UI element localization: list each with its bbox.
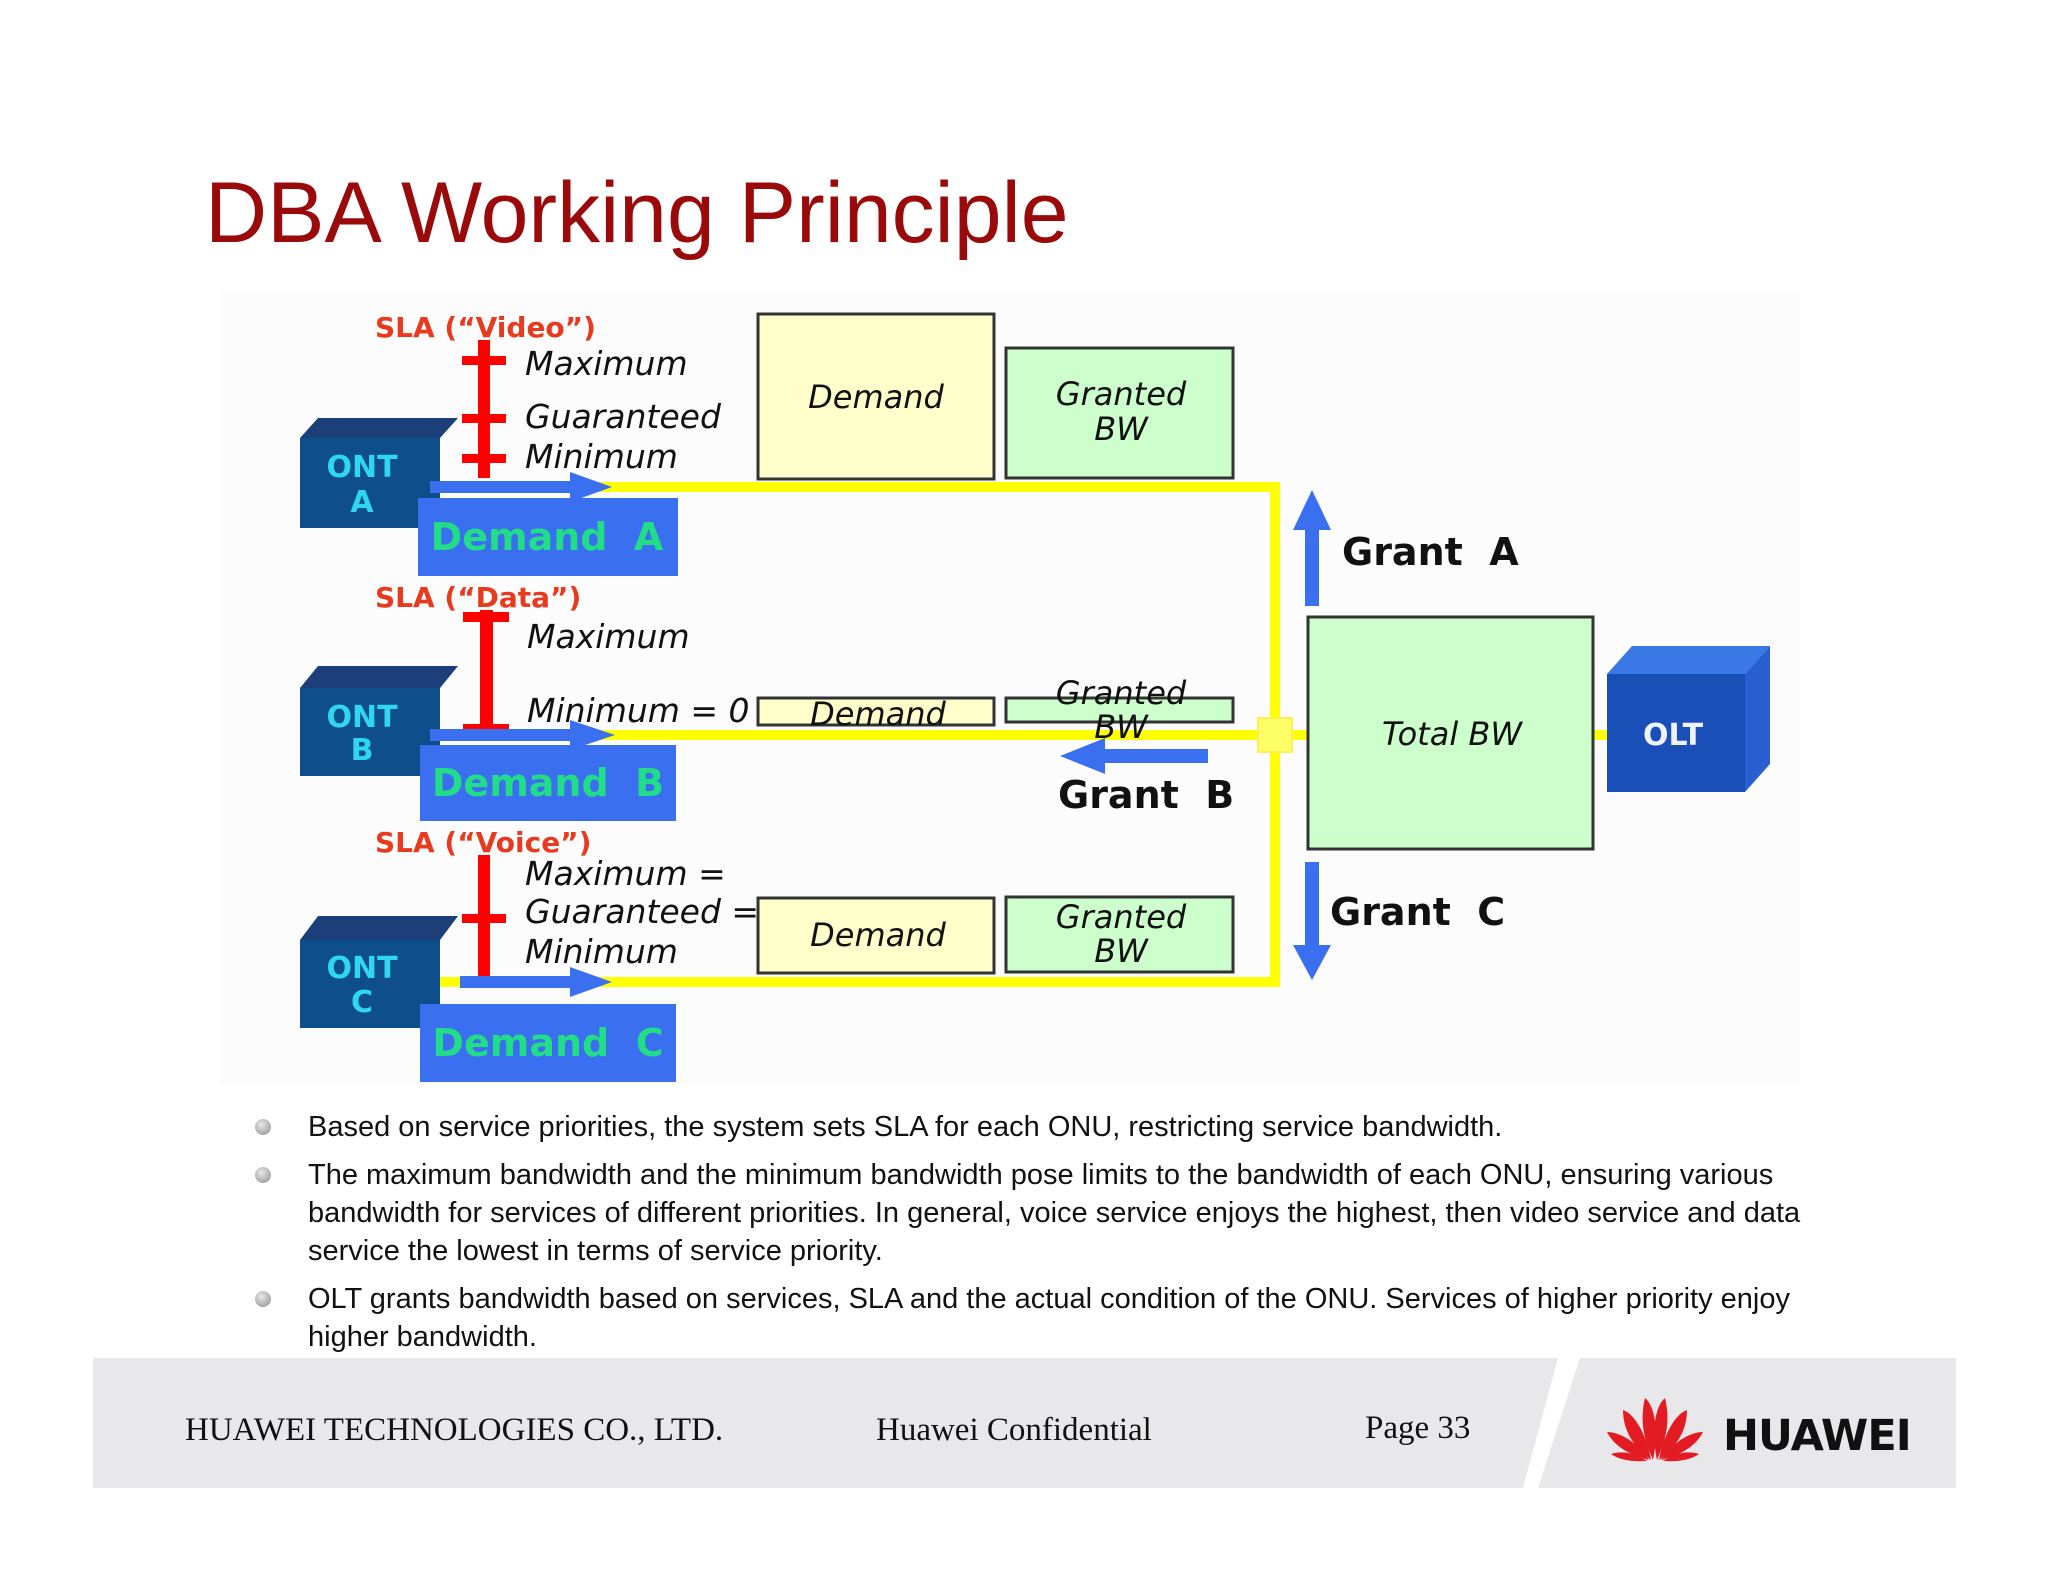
svg-text:ONT: ONT <box>326 951 398 986</box>
yellow-line-c <box>430 735 1280 987</box>
footer-company: HUAWEI TECHNOLOGIES CO., LTD. <box>185 1412 724 1448</box>
olt-label: OLT <box>1643 718 1704 753</box>
granted-box-c-line1: Granted <box>1056 898 1187 936</box>
voice-level-min: Minimum <box>525 932 678 971</box>
granted-box-a-line1: Granted <box>1056 375 1187 413</box>
granted-box-a <box>1004 346 1235 480</box>
demand-b-label: Demand B <box>432 761 664 805</box>
sla-video-label: SLA (“Video”) <box>375 311 596 344</box>
demand-c-box <box>420 1004 676 1082</box>
granted-box-b <box>1004 696 1235 724</box>
grant-b-label: Grant B <box>1058 773 1234 817</box>
bullet-dot-icon <box>255 1167 271 1183</box>
data-level-min: Minimum = 0 <box>527 691 750 730</box>
svg-text:ONT: ONT <box>326 450 398 485</box>
demand-box-a <box>756 312 996 481</box>
footer-bar <box>93 1358 1956 1488</box>
grant-c-arrow <box>1293 862 1331 980</box>
granted-box-b-line1: Granted <box>1056 674 1187 712</box>
bullet-item: OLT grants bandwidth based on services, … <box>255 1280 1855 1356</box>
arrow-b <box>430 720 615 750</box>
bullet-dot-icon <box>255 1119 271 1135</box>
demand-c-label: Demand C <box>432 1021 663 1065</box>
bullet-dot-icon <box>255 1291 271 1307</box>
demand-box-b-label: Demand <box>810 695 946 733</box>
bullet-text: Based on service priorities, the system … <box>308 1111 1503 1143</box>
yellow-line-a <box>430 482 1280 735</box>
voice-level-guaranteed: Guaranteed = <box>525 892 759 931</box>
olt-box: OLT <box>1607 646 1770 792</box>
demand-box-c <box>756 896 996 975</box>
bullet-item: Based on service priorities, the system … <box>255 1108 1855 1146</box>
ont-b: ONT B <box>300 666 458 776</box>
svg-text:ONT: ONT <box>326 700 398 735</box>
sla-data-label: SLA (“Data”) <box>375 581 581 614</box>
demand-box-b <box>756 696 996 727</box>
bullet-text: The maximum bandwidth and the minimum ba… <box>308 1159 1801 1267</box>
grant-a-arrow <box>1293 490 1331 606</box>
svg-text:B: B <box>351 733 374 768</box>
grant-c-label: Grant C <box>1330 890 1505 934</box>
sla-voice-label: SLA (“Voice”) <box>375 826 591 859</box>
bullet-item: The maximum bandwidth and the minimum ba… <box>255 1156 1855 1270</box>
sla-video-bar <box>462 340 506 478</box>
demand-a-box <box>418 498 678 576</box>
demand-box-c-label: Demand <box>810 916 946 954</box>
video-level-guaranteed: Guaranteed <box>525 397 722 436</box>
bullet-list: Based on service priorities, the system … <box>255 1108 1855 1366</box>
video-level-min: Minimum <box>525 437 678 476</box>
video-level-max: Maximum <box>525 344 688 383</box>
voice-level-max: Maximum = <box>525 854 726 893</box>
ont-c: ONT C <box>300 916 458 1028</box>
granted-box-c <box>1004 895 1235 974</box>
demand-box-a-label: Demand <box>808 378 944 416</box>
arrow-c <box>460 967 612 997</box>
slide-title: DBA Working Principle <box>205 165 1069 261</box>
arrow-a <box>430 472 612 502</box>
huawei-logo-icon <box>1607 1398 1703 1462</box>
data-level-max: Maximum <box>527 617 690 656</box>
sla-voice-bar <box>462 855 506 985</box>
ont-a: ONT A <box>300 418 458 528</box>
bullet-text: OLT grants bandwidth based on services, … <box>308 1283 1790 1353</box>
svg-text:A: A <box>350 485 374 520</box>
yellow-junction <box>1257 717 1293 753</box>
huawei-logo-text: HUAWEI <box>1723 1411 1912 1461</box>
demand-b-box <box>420 745 676 821</box>
granted-box-a-line2: BW <box>1094 410 1149 448</box>
svg-text:C: C <box>351 985 373 1020</box>
footer-page-number: Page 33 <box>1365 1410 1471 1446</box>
demand-a-label: Demand A <box>431 515 664 559</box>
footer-confidential: Huawei Confidential <box>876 1412 1152 1448</box>
total-bw-label: Total BW <box>1382 715 1523 753</box>
grant-b-arrow <box>1060 738 1208 774</box>
grant-a-label: Grant A <box>1342 530 1519 574</box>
total-bw-box <box>1306 615 1595 851</box>
granted-box-c-line2: BW <box>1094 932 1149 970</box>
